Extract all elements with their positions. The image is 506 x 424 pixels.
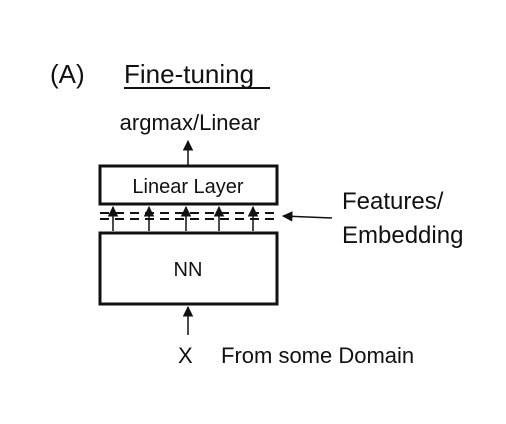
nn-label: NN xyxy=(174,259,203,281)
nn-box xyxy=(98,231,279,306)
title: Fine-tuning xyxy=(124,59,254,89)
linear-layer-box xyxy=(98,164,279,206)
panel-label: (A) xyxy=(50,59,85,89)
feature-arrows xyxy=(107,205,259,231)
input-symbol: X xyxy=(178,343,193,368)
input-text: From some Domain xyxy=(221,343,414,368)
linear-layer-label: Linear Layer xyxy=(132,176,244,198)
features-label-line1: Features/ xyxy=(342,188,444,215)
output-label: argmax/Linear xyxy=(120,110,261,135)
features-pointer-arrow xyxy=(281,211,333,222)
features-label-line2: Embedding xyxy=(342,222,463,249)
